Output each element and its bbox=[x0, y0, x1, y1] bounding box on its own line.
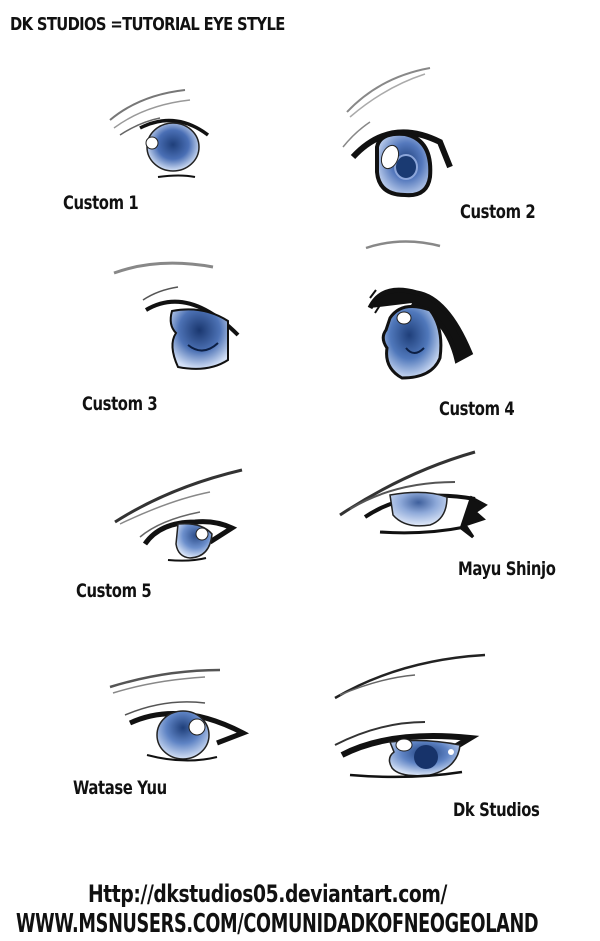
page-title: DK STUDIOS =TUTORIAL EYE STYLE bbox=[10, 14, 285, 35]
eye-label-custom-5: Custom 5 bbox=[76, 580, 152, 602]
eye-label-custom-1: Custom 1 bbox=[63, 192, 139, 214]
eye-illustration-custom-5 bbox=[114, 468, 243, 562]
eye-illustration-custom-4 bbox=[365, 240, 474, 380]
eye-illustration-watase-yuu bbox=[109, 668, 250, 762]
eye-label-watase-yuu: Watase Yuu bbox=[73, 777, 167, 799]
eye-label-mayu-shinjo: Mayu Shinjo bbox=[458, 558, 556, 580]
eye-label-custom-4: Custom 4 bbox=[439, 398, 515, 420]
eye-label-custom-2: Custom 2 bbox=[460, 201, 536, 223]
eye-label-dk-studios: Dk Studios bbox=[453, 799, 540, 821]
eye-illustration-custom-2 bbox=[342, 67, 453, 198]
eye-illustration-custom-1 bbox=[109, 89, 210, 178]
eye-illustration-dk-studios bbox=[334, 653, 486, 779]
eye-illustration-custom-3 bbox=[113, 261, 240, 370]
eye-illustration-mayu-shinjo bbox=[339, 450, 488, 539]
footer-msnusers-link[interactable]: WWW.MSNUSERS.COM/COMUNIDADKOFNEOGEOLAND bbox=[16, 909, 539, 939]
footer-deviantart-link[interactable]: Http://dkstudios05.deviantart.com/ bbox=[88, 880, 447, 908]
eye-label-custom-3: Custom 3 bbox=[82, 393, 158, 415]
